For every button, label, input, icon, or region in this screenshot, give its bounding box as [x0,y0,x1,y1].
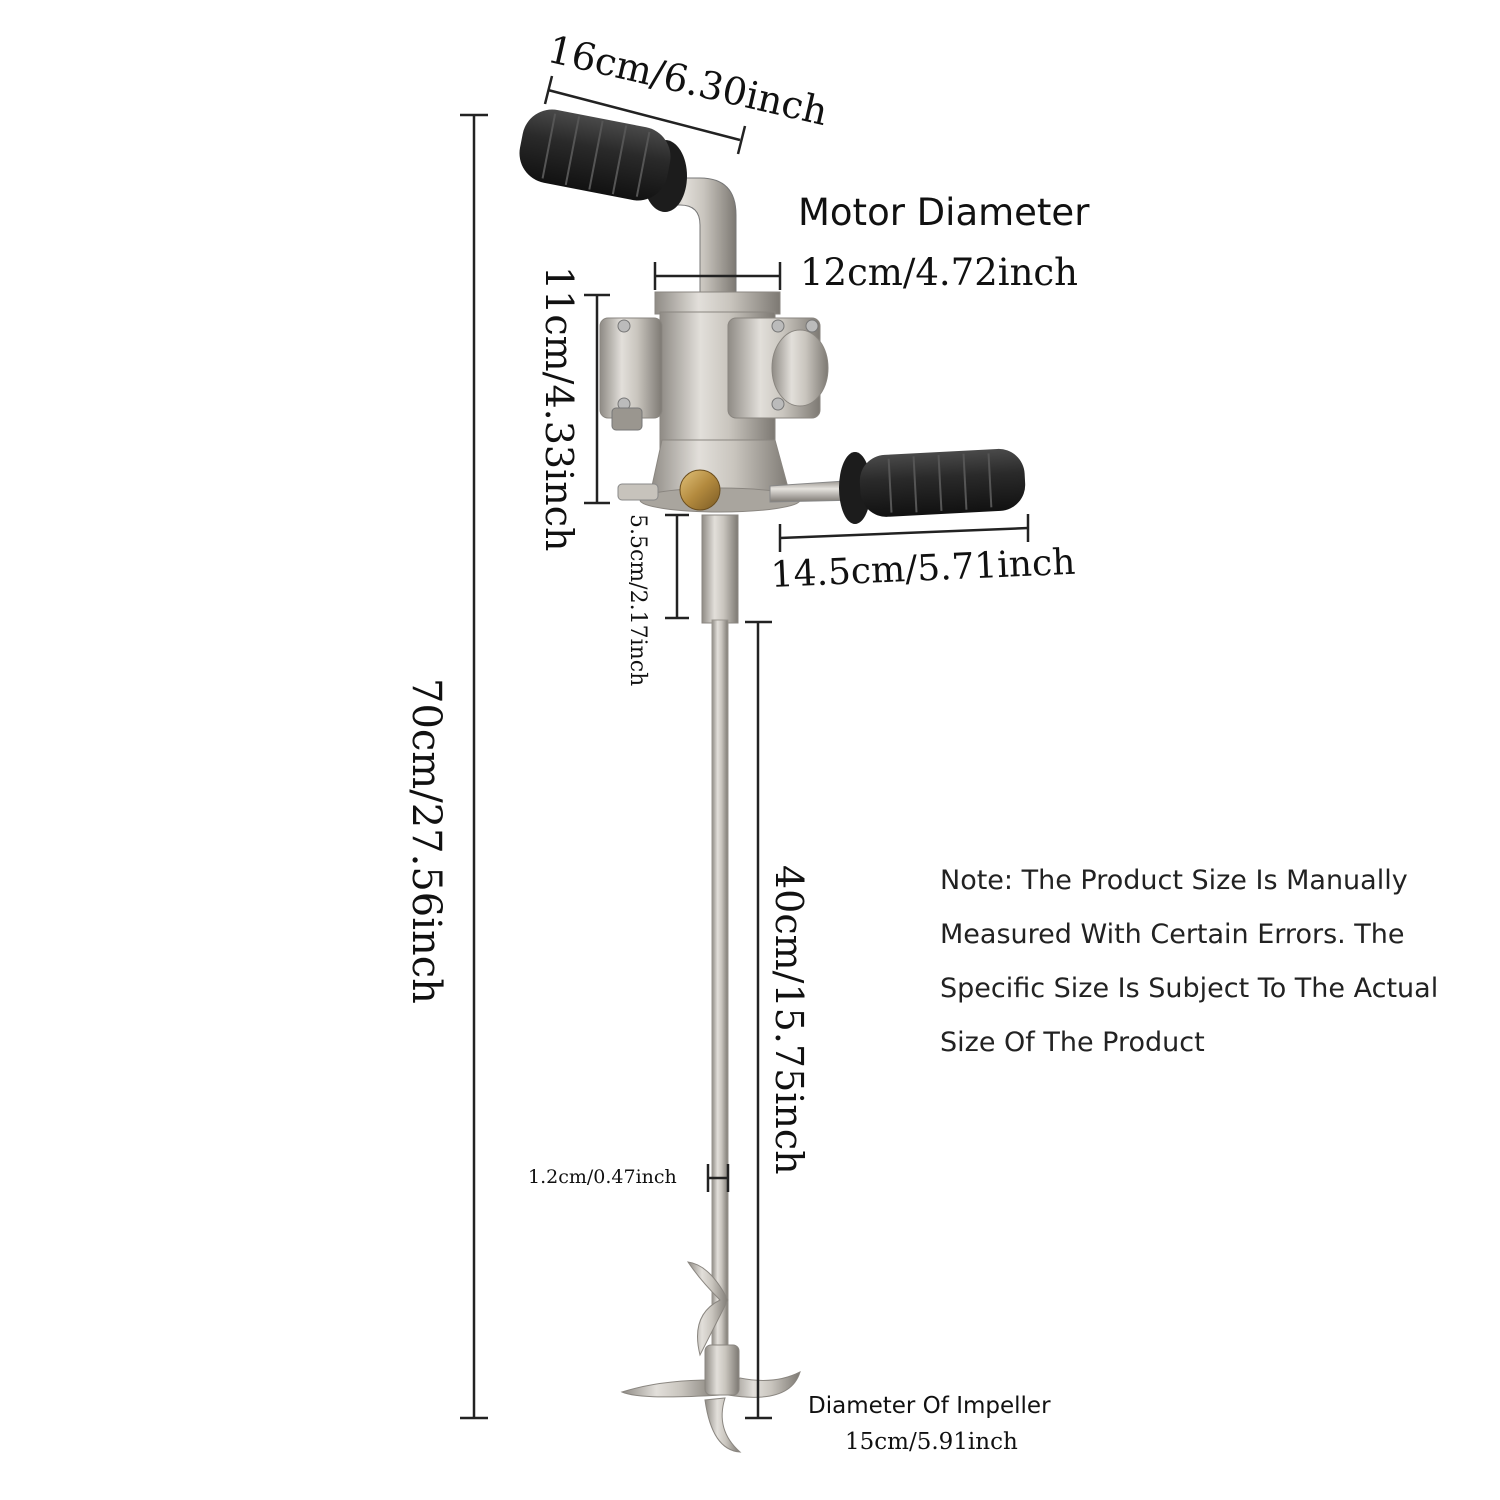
dim-shaft-length [745,620,772,1420]
motor-diameter-title: Motor Diameter [798,191,1090,234]
shaft-length-label: 40cm/15.75inch [767,865,811,1175]
side-handle [769,448,1026,524]
impeller [620,1261,801,1453]
dim-motor-diameter [653,262,782,290]
total-height-label: 70cm/27.56inch [403,678,449,1004]
dim-motor-height [584,293,610,505]
dim-collar [665,513,689,620]
size-disclaimer-note: Note: The Product Size Is Manually Measu… [940,854,1480,1070]
brass-valve [679,469,721,511]
motor-body [599,291,829,513]
impeller-diameter-title: Diameter Of Impeller [808,1393,1051,1419]
motor-diameter-value: 12cm/4.72inch [800,251,1078,294]
impeller-diameter-value: 15cm/5.91inch [845,1429,1018,1455]
note-line: Size Of The Product [940,1027,1205,1058]
dim-shaft-diameter [706,1164,730,1192]
dim-side-handle [778,514,1030,552]
motor-height-label: 11cm/4.33inch [537,266,581,552]
side-grip [859,448,1026,517]
dimension-lines [460,75,1030,1420]
upper-handle [519,109,737,301]
note-line: Measured With Certain Errors. The [940,919,1405,950]
shaft [701,514,739,1351]
shaft-diameter-label: 1.2cm/0.47inch [528,1166,677,1188]
collar-length-label: 5.5cm/2.17inch [625,514,650,687]
note-line: Specific Size Is Subject To The Actual [940,973,1439,1004]
shaft-rod [711,619,729,1351]
dim-handle-length [543,75,747,155]
note-line: Note: The Product Size Is Manually [940,865,1408,896]
dim-total-height [460,113,488,1420]
shaft-collar [701,514,739,624]
